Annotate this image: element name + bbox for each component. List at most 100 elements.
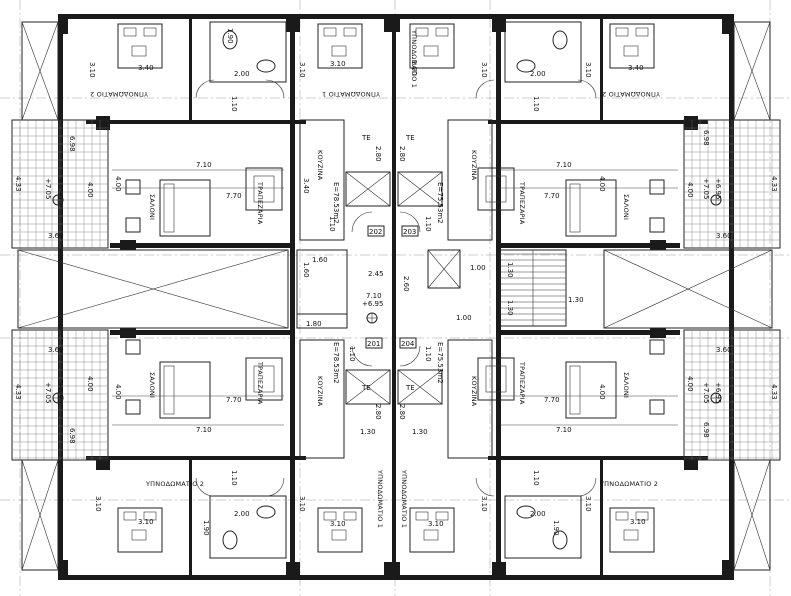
balcony-right-top bbox=[683, 119, 781, 249]
label-bedroom2-br: ΥΠΝΟΔΩΜΑΤΙΟ 2 bbox=[599, 480, 658, 488]
level-bl2: +7.05 bbox=[44, 382, 52, 403]
shaft-labels: TE TE TE TE bbox=[361, 134, 415, 392]
shaft-left bbox=[296, 249, 348, 329]
dim-1-10-kr: 1.10 bbox=[424, 216, 432, 232]
dimension-labels: 3.10 3.40 1.90 2.00 1.10 3.10 3.10 1.90 … bbox=[14, 28, 778, 536]
dim-7-70-br: 7.70 bbox=[544, 396, 560, 404]
dim-1-30-br: 1.30 bbox=[412, 428, 428, 436]
shaft-te-tl: TE bbox=[361, 134, 371, 142]
dim-4-33-br: 4.33 bbox=[770, 384, 778, 400]
dim-3-10-bc2: 3.10 bbox=[330, 520, 346, 528]
level-markers bbox=[52, 194, 722, 404]
area-br: E=75.53m2 bbox=[436, 342, 444, 384]
label-bedroom2-bl: ΥΠΝΟΔΩΜΑΤΙΟ 2 bbox=[145, 480, 204, 488]
staircase bbox=[499, 249, 567, 327]
dim-3-60-tl: 3.60 bbox=[48, 232, 64, 240]
label-kitchen-tr: ΚΟΥΖΙΝΑ bbox=[470, 150, 478, 181]
label-bedroom2-tl: ΥΠΝΟΔΩΜΑΤΙΟ 2 bbox=[90, 90, 149, 98]
shaft-te-bl: TE bbox=[361, 384, 371, 392]
dim-3-10-bl2: 3.10 bbox=[138, 518, 154, 526]
dim-3-10-bc: 3.10 bbox=[298, 496, 306, 512]
dim-7-70-bl: 7.70 bbox=[226, 396, 242, 404]
dim-3-60-tr: 3.60 bbox=[716, 232, 732, 240]
label-bedroom1-tc2: ΥΠΝΟΔΩΜΑΤΙΟ 1 bbox=[410, 29, 418, 88]
label-bedroom2-tr: ΥΠΝΟΔΩΜΑΤΙΟ 2 bbox=[602, 90, 661, 98]
room-labels: ΥΠΝΟΔΩΜΑΤΙΟ 2 ΥΠΝΟΔΩΜΑΤΙΟ 1 ΥΠΝΟΔΩΜΑΤΙΟ … bbox=[90, 29, 661, 528]
label-dining-br: ΤΡΑΠΕΖΑΡΙΑ bbox=[518, 361, 526, 405]
dim-3-10-br2: 3.10 bbox=[630, 518, 646, 526]
dim-1-30-stair3: 1.30 bbox=[506, 300, 514, 316]
dim-1-10-br: 1.10 bbox=[532, 470, 540, 486]
dim-3-10-tc: 3.10 bbox=[298, 62, 306, 78]
label-dining-tr: ΤΡΑΠΕΖΑΡΙΑ bbox=[518, 181, 526, 225]
dim-1-10-tl: 1.10 bbox=[230, 96, 238, 112]
area-labels: E=78.53m2 E=75.53m2 E=78.53m2 E=75.53m2 bbox=[332, 182, 444, 384]
dim-1-90-tc: 1.90 bbox=[410, 60, 418, 76]
elevator bbox=[427, 249, 461, 289]
shaft-te-tr: TE bbox=[405, 134, 415, 142]
label-kitchen-br: ΚΟΥΖΙΝΑ bbox=[470, 376, 478, 407]
dim-1-90-br: 1.90 bbox=[552, 520, 560, 536]
label-bedroom1-tc: ΥΠΝΟΔΩΜΑΤΙΟ 1 bbox=[322, 90, 381, 98]
door-swings bbox=[195, 79, 597, 497]
level-tr2: +7.05 bbox=[702, 178, 710, 199]
flat-number-201: 201 bbox=[367, 340, 380, 348]
label-living-br: ΣΑΛΟΝΙ bbox=[622, 372, 630, 398]
dim-1-30-stair: 1.30 bbox=[506, 262, 514, 278]
dim-2-45-core: 2.45 bbox=[368, 270, 384, 278]
dim-4-00-bal-tr: 4.00 bbox=[686, 182, 694, 198]
dim-6-98-tl: 6.98 bbox=[68, 136, 76, 152]
dim-2-00-tl: 2.00 bbox=[234, 70, 250, 78]
dim-7-10-tr: 7.10 bbox=[556, 161, 572, 169]
dim-4-00-br: 4.00 bbox=[598, 384, 606, 400]
dim-1-90-tl: 1.90 bbox=[226, 28, 234, 44]
dim-2-80-br: 2.80 bbox=[398, 404, 406, 420]
flat-number-202: 202 bbox=[369, 228, 382, 236]
label-kitchen-bl: ΚΟΥΖΙΝΑ bbox=[316, 376, 324, 407]
dim-3-10-bc3: 3.10 bbox=[480, 496, 488, 512]
label-dining-bl: ΤΡΑΠΕΖΑΡΙΑ bbox=[256, 361, 264, 405]
label-living-tl: ΣΑΛΟΝΙ bbox=[148, 194, 156, 220]
dim-1-60-core2: 1.60 bbox=[312, 256, 328, 264]
dim-2-00-bl: 2.00 bbox=[234, 510, 250, 518]
level-tl2: +7.05 bbox=[44, 178, 52, 199]
dim-7-70-tr: 7.70 bbox=[544, 192, 560, 200]
level-core: +6.95 bbox=[362, 300, 383, 308]
label-bedroom1-bc2: ΥΠΝΟΔΩΜΑΤΙΟ 1 bbox=[400, 469, 408, 528]
level-br: +6.95 bbox=[714, 382, 722, 403]
void-bottom-left bbox=[21, 459, 59, 571]
dim-6-98-tr: 6.98 bbox=[702, 130, 710, 146]
dim-3-60-br: 3.60 bbox=[716, 346, 732, 354]
dim-1-10-kbr: 1.10 bbox=[424, 346, 432, 362]
dim-3-40-tr: 3.40 bbox=[628, 64, 644, 72]
dim-7-10-bl: 7.10 bbox=[196, 426, 212, 434]
dim-3-60-bl: 3.60 bbox=[48, 346, 64, 354]
dim-3-10-bl: 3.10 bbox=[94, 496, 102, 512]
area-tr: E=75.53m2 bbox=[436, 182, 444, 224]
level-br2: +7.05 bbox=[702, 382, 710, 403]
dim-2-80-tr: 2.80 bbox=[398, 146, 406, 162]
dim-2-60-core: 2.60 bbox=[402, 276, 410, 292]
flat-numbers: 202 203 201 204 bbox=[365, 225, 419, 349]
flat-number-204: 204 bbox=[401, 340, 415, 348]
level-labels: +6.95 +7.05 +6.95 +7.05 +6.95 +7.05 +6.9… bbox=[44, 178, 722, 403]
void-bottom-right bbox=[733, 459, 771, 571]
dim-1-10-kl: 1.10 bbox=[328, 216, 336, 232]
furniture bbox=[125, 167, 665, 419]
dim-4-00-bal-tl: 4.00 bbox=[86, 182, 94, 198]
dim-1-10-kbl: 1.10 bbox=[348, 346, 356, 362]
shaft-te-br: TE bbox=[405, 384, 415, 392]
dim-4-33-tr: 4.33 bbox=[770, 176, 778, 192]
dim-4-00-tl: 4.00 bbox=[114, 176, 122, 192]
label-kitchen-tl: ΚΟΥΖΙΝΑ bbox=[316, 150, 324, 181]
label-bedroom1-bc: ΥΠΝΟΔΩΜΑΤΙΟ 1 bbox=[376, 469, 384, 528]
dim-2-00-tr: 2.00 bbox=[530, 70, 546, 78]
dim-7-10-br: 7.10 bbox=[556, 426, 572, 434]
level-bl: +6.95 bbox=[56, 382, 64, 403]
dim-1-00-lift2: 1.00 bbox=[456, 314, 472, 322]
dim-7-10-core: 7.10 bbox=[366, 292, 382, 300]
void-top-left bbox=[21, 21, 59, 121]
dim-4-00-bal-br: 4.00 bbox=[686, 376, 694, 392]
dim-4-00-tr: 4.00 bbox=[598, 176, 606, 192]
